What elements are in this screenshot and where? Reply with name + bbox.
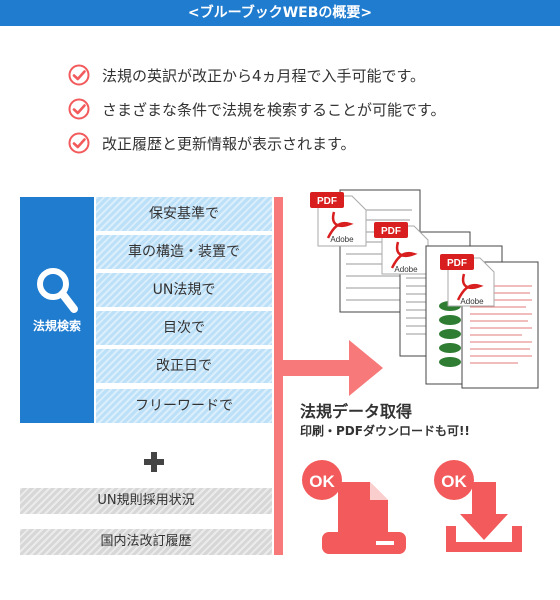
search-label: 法規検索 xyxy=(32,319,81,333)
pdf-label: PDF xyxy=(317,196,337,207)
result-subtitle: 印刷・PDFダウンロードも可!! xyxy=(300,424,470,438)
check-circle-icon xyxy=(68,64,90,86)
magnifier-icon xyxy=(37,268,78,313)
feature-text: 法規の英訳が改正から4ヵ月程で入手可能です。 xyxy=(102,66,426,85)
feature-text: さまざまな条件で法規を検索することが可能です。 xyxy=(102,100,446,119)
ok-badge-label: OK xyxy=(441,472,467,491)
search-option-free-word[interactable]: フリーワードで xyxy=(96,389,272,423)
flow-connector xyxy=(274,197,283,555)
check-circle-icon xyxy=(68,132,90,154)
law-search-panel: 法規検索 xyxy=(20,197,94,423)
pdf-label: PDF xyxy=(447,258,467,269)
result-title: 法規データ取得 xyxy=(300,402,413,421)
pdf-documents-illustration: PDF Adobe PDF Adobe xyxy=(310,189,539,389)
download-ok-icon[interactable]: OK xyxy=(432,458,532,558)
search-option-table-of-contents[interactable]: 目次で xyxy=(96,311,272,345)
un-adoption-status: UN規則採用状況 xyxy=(20,488,272,514)
adobe-label: Adobe xyxy=(330,235,354,244)
domestic-revision-history: 国内法改訂履歴 xyxy=(20,529,272,555)
search-option-un-regulations[interactable]: UN法規で xyxy=(96,273,272,307)
pdf-document-4: PDF Adobe xyxy=(440,254,539,389)
print-ok-icon[interactable]: OK xyxy=(300,458,410,558)
adobe-label: Adobe xyxy=(394,265,418,274)
feature-item: さまざまな条件で法規を検索することが可能です。 xyxy=(68,92,446,126)
search-option-revision-date[interactable]: 改正日で xyxy=(96,349,272,383)
check-circle-icon xyxy=(68,98,90,120)
section-header: <ブルーブックWEBの概要> xyxy=(0,0,560,26)
plus-icon xyxy=(144,452,164,472)
feature-item: 法規の英訳が改正から4ヵ月程で入手可能です。 xyxy=(68,58,446,92)
feature-text: 改正履歴と更新情報が表示されます。 xyxy=(102,134,356,153)
pdf-label: PDF xyxy=(381,226,401,237)
feature-list: 法規の英訳が改正から4ヵ月程で入手可能です。 さまざまな条件で法規を検索すること… xyxy=(68,58,446,160)
ok-badge-label: OK xyxy=(309,472,335,491)
search-option-safety-standards[interactable]: 保安基準で xyxy=(96,197,272,231)
search-option-vehicle-structure[interactable]: 車の構造・装置で xyxy=(96,235,272,269)
flow-arrow-icon xyxy=(283,340,383,396)
adobe-label: Adobe xyxy=(460,297,484,306)
feature-item: 改正履歴と更新情報が表示されます。 xyxy=(68,126,446,160)
